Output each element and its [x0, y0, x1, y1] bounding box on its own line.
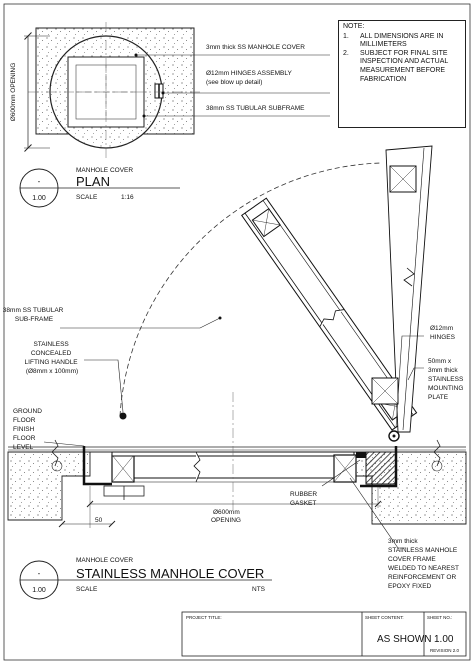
rubber-gasket [356, 452, 366, 458]
plan-label-subframe: 38mm SS TUBULAR SUBFRAME [206, 105, 305, 112]
sheet-content: AS SHOWN [377, 634, 431, 645]
swing-arc [119, 162, 383, 417]
note-number: 1. [343, 32, 349, 40]
plan-subtitle: MANHOLE COVER [76, 167, 133, 174]
plan-title-block: - 1.00 MANHOLE COVER PLAN SCALE 1:16 [19, 167, 180, 208]
ground-slab-left [7, 451, 91, 521]
label-ground-floor: GROUND FLOOR FINISH FLOOR LEVEL [13, 408, 44, 451]
plan-view: Ø600mm OPENING 3mm thick SS MANHOLE COVE… [10, 22, 330, 158]
section-title-block: - 1.00 MANHOLE COVER STAINLESS MANHOLE C… [19, 557, 272, 600]
plan-marker-top: - [38, 177, 41, 186]
section-opening-dim-2: OPENING [211, 517, 241, 524]
note-item: 2. SUBJECT FOR FINAL SITE INSPECTION AND… [343, 50, 461, 84]
plan-label-hinges-sub: (see blow up detail) [206, 79, 262, 86]
plan-label-cover: 3mm thick SS MANHOLE COVER [206, 44, 305, 51]
sheet-title-block: PROJECT TITLE: SHEET CONTENT: SHEET NO.:… [181, 611, 467, 657]
mounting-plate [371, 145, 433, 433]
lifting-handle [119, 412, 127, 420]
notes-title: NOTE: [343, 23, 365, 30]
sheet-no: 1.00 [434, 634, 454, 645]
plan-marker-bottom: 1.00 [32, 195, 46, 202]
section-title: STAINLESS MANHOLE COVER [76, 566, 264, 581]
section-view: Ø600mm OPENING 50 [7, 145, 467, 549]
section-marker-top: - [38, 569, 41, 578]
plan-scale-value: 1:16 [121, 194, 134, 201]
notes-box: NOTE: 1. ALL DIMENSIONS ARE IN MILLIMETE… [338, 20, 466, 128]
revision: REVISION 2.0 [430, 648, 460, 653]
plan-opening-dim: Ø600mm OPENING [10, 63, 17, 122]
project-title-label: PROJECT TITLE: [186, 615, 222, 620]
section-scale-value: NTS [252, 586, 266, 593]
frame-angle-left [82, 446, 112, 486]
frame-angle-right [360, 446, 398, 488]
plan-title: PLAN [76, 174, 110, 189]
plan-scale-label: SCALE [76, 194, 98, 201]
section-scale-label: SCALE [76, 586, 98, 593]
section-labels: 38mm SS TUBULAR SUB-FRAME STAINLESS CONC… [3, 307, 465, 590]
sheet-no-label: SHEET NO.: [427, 615, 452, 620]
section-subtitle: MANHOLE COVER [76, 557, 133, 564]
section-marker-bottom: 1.00 [32, 587, 46, 594]
label-rubber-gasket: RUBBER GASKET [290, 491, 319, 507]
note-text: ALL DIMENSIONS ARE IN MILLIMETERS [360, 32, 444, 49]
frame-hatch-right [365, 451, 397, 485]
label-subframe: 38mm SS TUBULAR SUB-FRAME [3, 307, 65, 323]
label-lifting-handle: STAINLESS CONCEALED LIFTING HANDLE (Ø8mm… [25, 341, 80, 375]
plan-label-hinges: Ø12mm HINGES ASSEMBLY [206, 70, 293, 77]
note-text: SUBJECT FOR FINAL SITE INSPECTION AND AC… [360, 49, 449, 83]
sheet-border [3, 3, 471, 661]
label-mounting-plate: 50mm x 3mm thick STAINLESS MOUNTING PLAT… [428, 358, 465, 401]
label-hinges: Ø12mm HINGES [430, 325, 456, 341]
note-item: 1. ALL DIMENSIONS ARE IN MILLIMETERS [343, 33, 461, 50]
label-frame: 3mm thick STAINLESS MANHOLE COVER FRAME … [388, 538, 461, 590]
section-opening-dim-1: Ø600mm [213, 509, 240, 516]
sheet-content-label: SHEET CONTENT: [365, 615, 404, 620]
note-number: 2. [343, 49, 349, 57]
section-dim-50: 50 [95, 517, 103, 524]
